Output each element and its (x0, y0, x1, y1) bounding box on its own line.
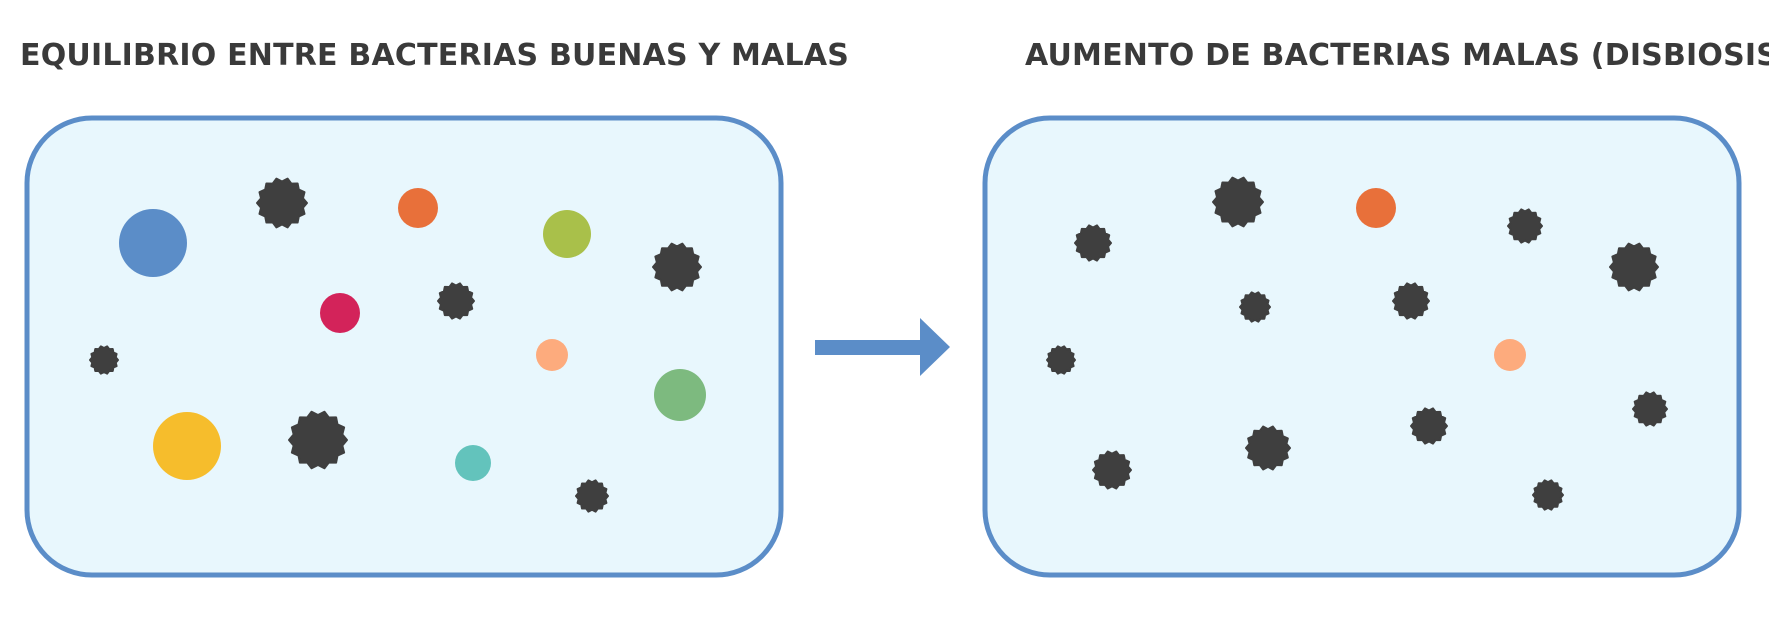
bad-bacterium (1212, 176, 1264, 228)
bad-bacterium (89, 345, 119, 375)
bad-bacterium (1532, 479, 1564, 511)
good-bacterium-orange (398, 188, 438, 228)
good-bacterium-orange (1356, 188, 1396, 228)
bad-bacterium (1609, 242, 1659, 292)
bad-bacterium (437, 282, 475, 320)
good-bacterium-olive (543, 210, 591, 258)
bad-bacterium (575, 479, 609, 513)
title-dysbiosis: AUMENTO DE BACTERIAS MALAS (DISBIOSIS) (1025, 38, 1769, 73)
good-bacterium-peach (536, 339, 568, 371)
bad-bacterium (288, 410, 348, 470)
good-bacterium-crimson (320, 293, 360, 333)
bad-bacterium (652, 242, 702, 292)
good-bacterium-teal (455, 445, 491, 481)
good-bacterium-peach (1494, 339, 1526, 371)
bad-bacterium (1245, 425, 1291, 471)
bacteria-group-balanced (89, 177, 706, 513)
bad-bacterium (1507, 208, 1543, 244)
good-bacterium-blue (119, 209, 187, 277)
panel-dysbiosis (982, 115, 1742, 578)
bad-bacterium (1092, 450, 1132, 490)
bad-bacterium (256, 177, 308, 229)
panel-balanced (24, 115, 784, 578)
title-balance: EQUILIBRIO ENTRE BACTERIAS BUENAS Y MALA… (20, 38, 850, 73)
bad-bacterium (1239, 291, 1271, 323)
good-bacterium-yellow (153, 412, 221, 480)
right-arrow-icon (815, 318, 950, 376)
bad-bacterium (1074, 224, 1112, 262)
bad-bacterium (1046, 345, 1076, 375)
bad-bacterium (1410, 407, 1448, 445)
bad-bacterium (1632, 391, 1668, 427)
bad-bacterium (1392, 282, 1430, 320)
good-bacterium-green (654, 369, 706, 421)
bacteria-group-dysbiosis (1046, 176, 1668, 511)
